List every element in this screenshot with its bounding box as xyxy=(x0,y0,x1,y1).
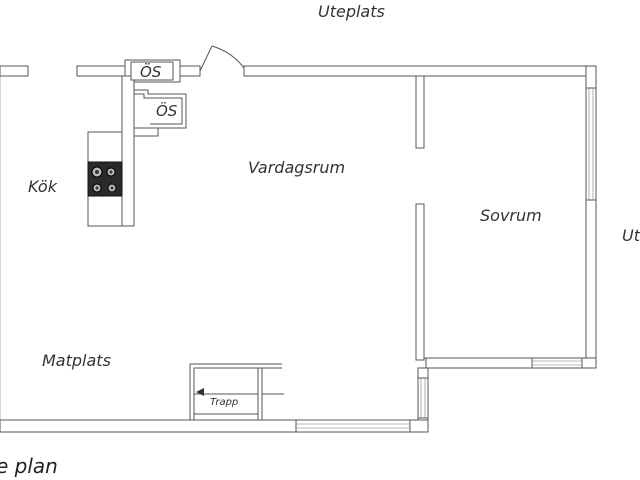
kitchen-counter xyxy=(87,75,135,227)
outer-walls xyxy=(0,59,597,433)
label-plan-caption: e plan xyxy=(0,454,58,478)
wardrobe-2 xyxy=(133,89,187,137)
label-vardagsrum: Vardagsrum xyxy=(248,158,346,177)
label-kok: Kök xyxy=(28,177,57,196)
bedroom-partition xyxy=(415,75,426,361)
entry-door xyxy=(199,45,245,72)
label-trapp: Trapp xyxy=(210,397,239,408)
label-uteplats-right: Ut xyxy=(622,226,640,245)
label-sovrum: Sovrum xyxy=(480,206,542,225)
window-bedroom-bottom xyxy=(531,357,583,369)
stairs xyxy=(189,363,284,420)
cooktop xyxy=(87,161,123,197)
wardrobe-1 xyxy=(130,61,174,81)
label-matplats: Matplats xyxy=(42,351,111,370)
label-os-1: ÖS xyxy=(140,63,162,81)
label-uteplats-top: Uteplats xyxy=(318,2,385,21)
window-step xyxy=(417,377,429,419)
label-os-2: ÖS xyxy=(156,102,178,120)
window-right xyxy=(585,87,597,201)
window-bottom xyxy=(295,419,411,433)
